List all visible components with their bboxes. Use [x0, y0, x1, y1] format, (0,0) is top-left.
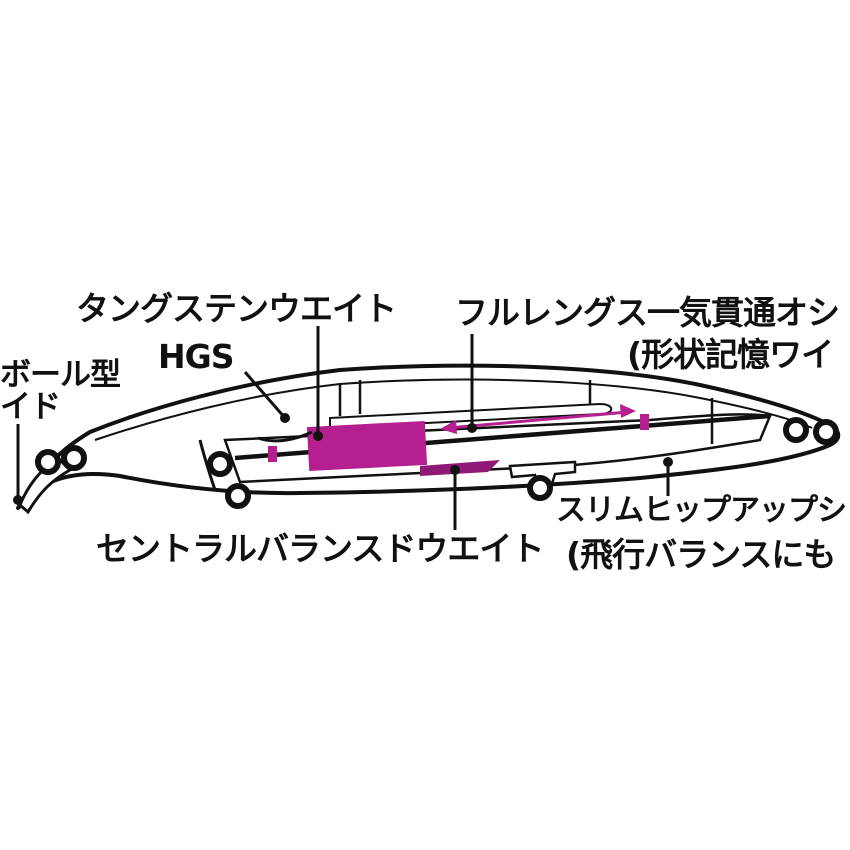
- wire-stopper-front: [640, 414, 649, 430]
- arrow-head-right: [620, 404, 636, 418]
- lure-body-outline: [16, 363, 841, 510]
- label-ball-guide-line1: ボール型: [0, 357, 121, 393]
- wire-double-arrow: [447, 410, 629, 430]
- wire-stopper-rear: [268, 446, 277, 462]
- lure-inner-shell-line: [94, 378, 813, 441]
- line-eye-nose: [35, 445, 87, 475]
- label-central-balance-weight: セントラルバランスドウエイト: [96, 529, 544, 568]
- leader-dot: [467, 423, 477, 433]
- label-tungsten-weight: タングステンウエイト: [76, 289, 397, 328]
- central-balance-weight: [420, 460, 500, 476]
- label-hgs: HGS: [158, 337, 234, 376]
- tungsten-weight-block: [306, 420, 428, 472]
- hook-eye-belly: [527, 475, 553, 501]
- leader-dot: [280, 413, 290, 423]
- leader-dot: [663, 457, 673, 467]
- label-ball-guide-line2: イド: [0, 389, 61, 425]
- label-slim-hip-line2: (飛行バランスにも: [566, 535, 836, 574]
- leader-dot: [13, 495, 23, 505]
- leader-hgs: [243, 371, 287, 419]
- leader-dot: [313, 431, 323, 441]
- hook-eye-front: [207, 451, 251, 509]
- internal-cavity-outline: [223, 413, 772, 484]
- arrow-head-left: [440, 420, 457, 434]
- label-full-length-line2: (形状記憶ワイ: [627, 335, 834, 374]
- label-slim-hip-line1: スリムヒップアップシ: [556, 493, 847, 528]
- hgs-curve: [257, 430, 313, 443]
- label-full-length-line1: フルレングス一気貫通オシ: [455, 293, 840, 332]
- leader-dot: [450, 465, 460, 475]
- hook-eye-tail: [783, 417, 839, 445]
